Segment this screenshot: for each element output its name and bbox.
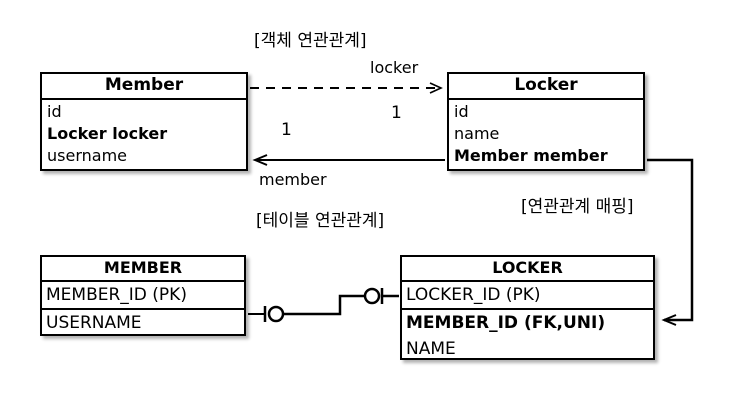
edge-label-locker-role: locker <box>370 58 419 77</box>
member-table-column-member-id: MEMBER_ID (PK) <box>42 282 244 310</box>
member-table-columns: MEMBER_ID (PK) USERNAME <box>42 282 244 336</box>
member-table-title: MEMBER <box>42 257 244 282</box>
locker-class-box[interactable]: Locker id name Member member <box>447 72 645 171</box>
member-class-title: Member <box>42 74 246 100</box>
member-class-field-username: username <box>47 146 127 165</box>
member-class-field-locker: Locker locker <box>47 124 168 143</box>
edge-association-mapping <box>647 158 694 326</box>
member-table-box[interactable]: MEMBER MEMBER_ID (PK) USERNAME <box>40 255 246 336</box>
locker-table-title: LOCKER <box>402 257 653 282</box>
locker-table-columns: LOCKER_ID (PK) MEMBER_ID (FK,UNI) NAME <box>402 282 653 362</box>
locker-table-column-name: NAME <box>406 339 456 359</box>
member-class-fields: id Locker locker username <box>42 100 246 167</box>
object-association-label: [객체 연관관계] <box>254 31 367 51</box>
member-table-column-username: USERNAME <box>46 313 142 333</box>
association-mapping-label: [연관관계 매핑] <box>521 197 634 217</box>
locker-class-field-id: id <box>454 102 469 121</box>
edge-label-member-role: member <box>259 170 327 189</box>
member-class-field-id: id <box>47 102 62 121</box>
locker-class-title: Locker <box>449 74 643 100</box>
zero-circle-member-side <box>267 305 285 323</box>
locker-table-column-member-id-fk: MEMBER_ID (FK,UNI) <box>406 313 606 333</box>
edge-member-table-to-locker-table <box>248 287 399 323</box>
member-class-box[interactable]: Member id Locker locker username <box>40 72 248 171</box>
edge-label-locker-multiplicity: 1 <box>391 103 402 123</box>
zero-circle-locker-side <box>363 287 381 305</box>
locker-class-field-member: Member member <box>454 146 608 165</box>
table-association-label: [테이블 연관관계] <box>256 211 385 231</box>
locker-table-box[interactable]: LOCKER LOCKER_ID (PK) MEMBER_ID (FK,UNI)… <box>400 255 655 360</box>
locker-table-column-locker-id: LOCKER_ID (PK) <box>402 282 653 310</box>
locker-class-field-name: name <box>454 124 500 143</box>
edge-label-member-multiplicity: 1 <box>281 120 292 140</box>
locker-class-fields: id name Member member <box>449 100 643 167</box>
